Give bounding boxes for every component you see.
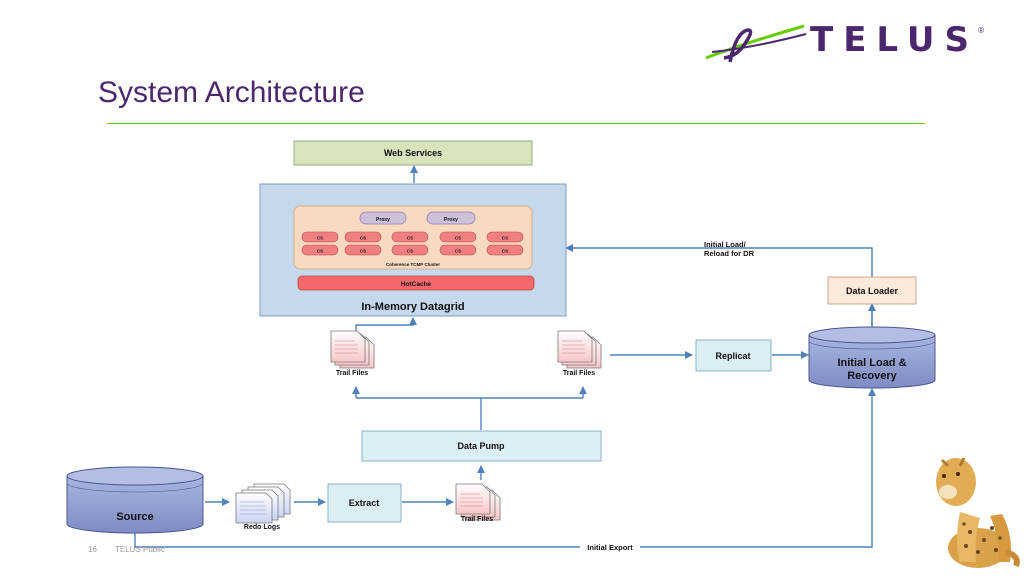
cs-node: CS [344, 244, 382, 256]
reload-label-line1: Initial Load/ [704, 240, 747, 249]
reload-label-line2: Reload for DR [704, 249, 755, 258]
source-label: Source [116, 511, 153, 523]
cheetah-mascot [936, 457, 1020, 568]
cs-node: CS [439, 244, 477, 256]
cs-label: CS [360, 236, 366, 241]
trail-files-label: Trail Files [461, 516, 493, 523]
telus-wordmark: TELUS [810, 20, 979, 60]
initial-load-recovery-db: Initial Load & Recovery [808, 326, 936, 389]
cs-label: CS [502, 236, 508, 241]
trail-files-right: Trail Files [557, 330, 602, 377]
in-memory-datagrid: Proxy Proxy CS CS CS CS CS CS CS CS CS C… [259, 183, 567, 317]
database-cylinder-icon [66, 476, 204, 534]
cs-label: CS [455, 249, 461, 254]
cs-node: CS [344, 231, 382, 243]
proxy-node [426, 211, 476, 225]
classification-label: TELUS Public [114, 545, 165, 554]
proxy-node [359, 211, 407, 225]
trail-files-label: Trail Files [336, 370, 368, 377]
cs-label: CS [407, 249, 413, 254]
hotcache-bar [297, 275, 535, 291]
extract-box: Extract [327, 483, 402, 523]
data-loader-box: Data Loader [827, 276, 917, 305]
redo-logs-label: Redo Logs [244, 524, 280, 531]
cs-node: CS [301, 244, 339, 256]
cs-label: CS [360, 249, 366, 254]
web-services-box: Web Services [293, 140, 533, 166]
web-services-label: Web Services [384, 148, 442, 158]
trail-files-label: Trail Files [563, 370, 595, 377]
initial-load-label-line2: Recovery [847, 370, 897, 382]
slide-title: System Architecture [98, 76, 365, 109]
cs-label: CS [455, 236, 461, 241]
replicat-label: Replicat [715, 351, 750, 361]
data-pump-box: Data Pump [361, 430, 602, 462]
cs-label: CS [502, 249, 508, 254]
cs-label: CS [317, 236, 323, 241]
page-number: 16 [88, 545, 97, 554]
data-pump-label: Data Pump [457, 441, 505, 451]
trail-files-left: Trail Files [330, 330, 375, 377]
telus-logo-icon [705, 24, 807, 63]
cs-node: CS [439, 231, 477, 243]
datagrid-label: In-Memory Datagrid [361, 301, 464, 313]
cs-node: CS [486, 231, 524, 243]
cs-node: CS [391, 231, 429, 243]
replicat-box: Replicat [695, 339, 772, 372]
trail-files-bottom: Trail Files [455, 483, 501, 523]
cs-label: CS [407, 236, 413, 241]
telus-logo: TELUS ® [702, 20, 984, 66]
registered-mark: ® [978, 26, 984, 35]
hotcache-label: HotCache [401, 281, 432, 288]
cs-label: CS [317, 249, 323, 254]
cs-node: CS [486, 244, 524, 256]
redo-logs: Redo Logs [235, 483, 291, 531]
data-loader-label: Data Loader [846, 286, 899, 296]
proxy-label: Proxy [376, 217, 390, 223]
initial-load-label-line1: Initial Load & [837, 357, 906, 369]
cs-node: CS [391, 244, 429, 256]
initial-export-label: Initial Export [587, 543, 633, 552]
source-db: Source [66, 466, 204, 534]
proxy-label: Proxy [444, 217, 458, 223]
extract-label: Extract [349, 498, 380, 508]
slide-footer: 16 TELUS Public [88, 545, 181, 554]
cs-node: CS [301, 231, 339, 243]
cluster-label: Coherence TCMP Cluster [386, 262, 440, 267]
title-divider [107, 123, 925, 124]
